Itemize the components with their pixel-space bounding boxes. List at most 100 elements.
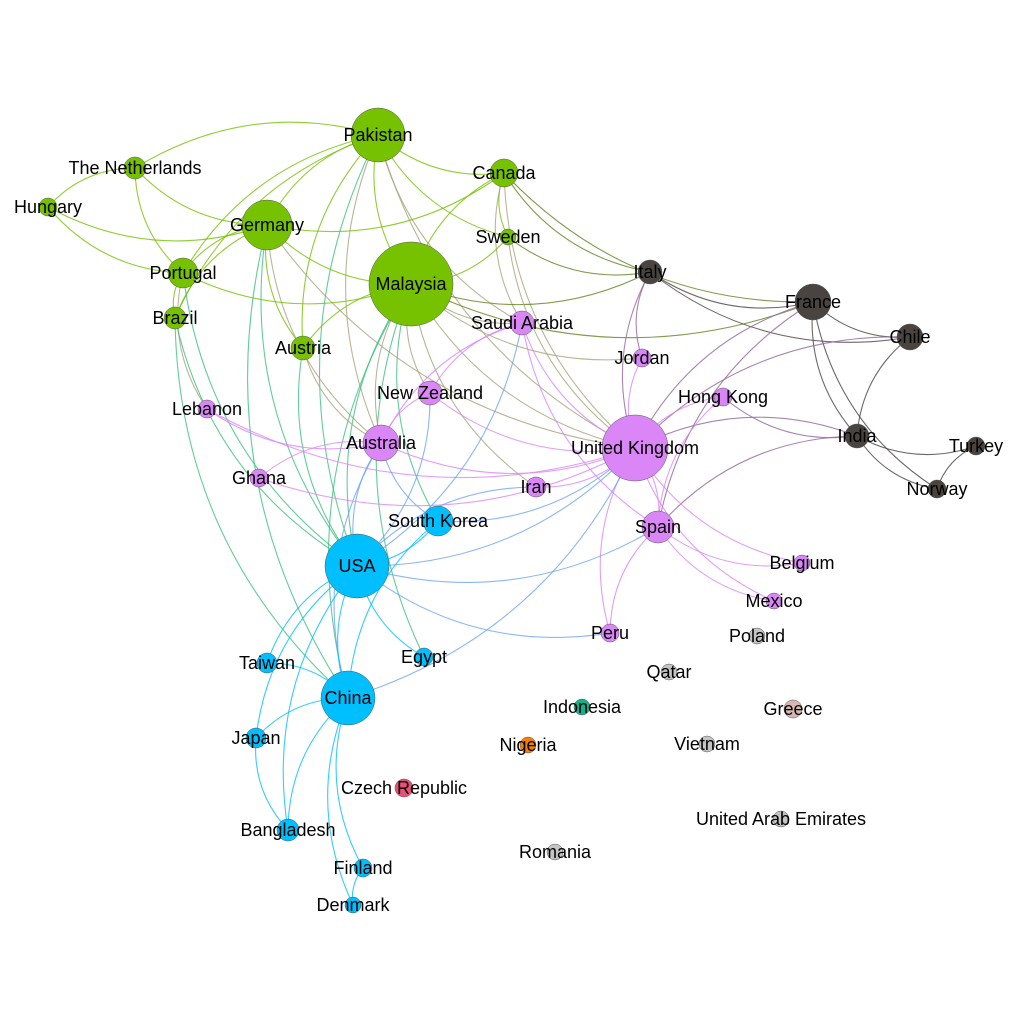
node-taiwan[interactable] bbox=[256, 652, 278, 674]
node-label-turkey: Turkey bbox=[949, 436, 1003, 456]
node-japan[interactable] bbox=[245, 727, 267, 749]
edge-pakistan-united-kingdom bbox=[377, 134, 636, 449]
edge-malaysia-china bbox=[327, 283, 412, 699]
node-ghana[interactable] bbox=[249, 468, 269, 488]
node-hong-kong[interactable] bbox=[713, 387, 733, 407]
node-label-chile: Chile bbox=[889, 327, 930, 347]
edge-usa-united-kingdom bbox=[356, 447, 636, 567]
edge-france-united-kingdom bbox=[634, 301, 814, 449]
node-qatar[interactable] bbox=[660, 663, 678, 681]
edge-france-norway bbox=[812, 301, 938, 490]
edge-sweden-united-kingdom bbox=[507, 236, 636, 449]
edge-portugal-usa bbox=[182, 272, 358, 567]
node-label-china: China bbox=[324, 688, 372, 708]
node-finland[interactable] bbox=[353, 858, 373, 878]
node-label-canada: Canada bbox=[472, 163, 536, 183]
node-australia[interactable] bbox=[362, 424, 400, 462]
node-label-lebanon: Lebanon bbox=[172, 399, 242, 419]
edge-malaysia-france bbox=[410, 283, 814, 339]
node-denmark[interactable] bbox=[344, 896, 362, 914]
node-china[interactable] bbox=[320, 670, 376, 726]
edge-germany-canada bbox=[266, 172, 505, 233]
edge-malaysia-egypt bbox=[375, 283, 425, 658]
node-label-spain: Spain bbox=[635, 517, 681, 537]
node-indonesia[interactable] bbox=[573, 698, 591, 716]
edge-saudi-arabia-spain bbox=[521, 322, 659, 528]
node-united-arab-emirates[interactable] bbox=[772, 810, 790, 828]
node-austria[interactable] bbox=[290, 335, 316, 361]
node-usa[interactable] bbox=[324, 533, 390, 599]
node-lebanon[interactable] bbox=[197, 399, 217, 419]
edge-usa-bangladesh bbox=[282, 565, 358, 831]
node-canada[interactable] bbox=[489, 158, 519, 188]
node-poland[interactable] bbox=[748, 627, 766, 645]
node-nigeria[interactable] bbox=[519, 736, 537, 754]
node-label-india: India bbox=[837, 426, 877, 446]
node-label-australia: Australia bbox=[346, 433, 417, 453]
node-india[interactable] bbox=[844, 423, 870, 449]
node-egypt[interactable] bbox=[414, 647, 434, 667]
node-south-korea[interactable] bbox=[422, 505, 454, 537]
node-brazil[interactable] bbox=[163, 306, 187, 330]
node-turkey[interactable] bbox=[966, 436, 986, 456]
edge-germany-usa bbox=[260, 224, 358, 567]
edge-china-united-kingdom bbox=[347, 447, 636, 699]
node-malaysia[interactable] bbox=[368, 241, 454, 327]
node-the-netherlands[interactable] bbox=[123, 156, 147, 180]
node-label-hong-kong: Hong Kong bbox=[678, 387, 768, 407]
node-label-norway: Norway bbox=[906, 479, 967, 499]
node-label-poland: Poland bbox=[729, 626, 785, 646]
node-peru[interactable] bbox=[600, 623, 620, 643]
node-belgium[interactable] bbox=[793, 554, 811, 572]
node-label-qatar: Qatar bbox=[646, 662, 691, 682]
node-saudi-arabia[interactable] bbox=[509, 310, 535, 336]
node-italy[interactable] bbox=[637, 259, 663, 285]
node-norway[interactable] bbox=[927, 479, 947, 499]
node-label-romania: Romania bbox=[519, 842, 592, 862]
node-label-brazil: Brazil bbox=[152, 308, 197, 328]
edge-usa-spain bbox=[356, 526, 659, 583]
edge-spain-belgium bbox=[657, 526, 803, 567]
node-label-vietnam: Vietnam bbox=[674, 734, 740, 754]
node-jordan[interactable] bbox=[632, 348, 652, 368]
node-label-egypt: Egypt bbox=[401, 647, 447, 667]
node-mexico[interactable] bbox=[765, 592, 783, 610]
node-united-kingdom[interactable] bbox=[601, 414, 669, 482]
node-romania[interactable] bbox=[546, 843, 564, 861]
node-label-belgium: Belgium bbox=[769, 553, 834, 573]
node-label-pakistan: Pakistan bbox=[343, 125, 412, 145]
edge-canada-saudi-arabia bbox=[494, 172, 523, 324]
edge-canada-united-kingdom bbox=[503, 172, 636, 449]
edge-pakistan-austria bbox=[301, 134, 379, 349]
node-label-saudi-arabia: Saudi Arabia bbox=[471, 313, 574, 333]
node-germany[interactable] bbox=[241, 199, 293, 251]
node-new-zealand[interactable] bbox=[417, 380, 443, 406]
node-bangladesh[interactable] bbox=[276, 818, 300, 842]
node-vietnam[interactable] bbox=[698, 735, 716, 753]
node-spain[interactable] bbox=[641, 510, 675, 544]
node-iran[interactable] bbox=[525, 476, 547, 498]
node-label-france: France bbox=[785, 292, 841, 312]
edge-hungary-germany bbox=[47, 206, 268, 242]
node-sweden[interactable] bbox=[499, 228, 517, 246]
node-hungary[interactable] bbox=[38, 197, 58, 217]
node-greece[interactable] bbox=[783, 699, 803, 719]
node-chile[interactable] bbox=[896, 323, 924, 351]
node-czech-republic[interactable] bbox=[394, 778, 414, 798]
node-portugal[interactable] bbox=[167, 257, 199, 289]
node-label-austria: Austria bbox=[275, 338, 332, 358]
edge-the-netherlands-portugal bbox=[134, 167, 184, 274]
node-label-jordan: Jordan bbox=[614, 348, 669, 368]
node-pakistan[interactable] bbox=[350, 107, 406, 163]
edge-usa-saudi-arabia bbox=[356, 322, 523, 567]
node-label-peru: Peru bbox=[591, 623, 629, 643]
node-label-germany: Germany bbox=[230, 215, 304, 235]
edge-germany-australia bbox=[266, 224, 382, 444]
node-france[interactable] bbox=[794, 283, 832, 321]
edge-hungary-portugal bbox=[47, 206, 184, 274]
edge-spain-mexico bbox=[657, 526, 775, 602]
node-label-greece: Greece bbox=[763, 699, 822, 719]
edge-pakistan-portugal bbox=[182, 134, 379, 274]
edge-canada-italy bbox=[503, 172, 651, 273]
